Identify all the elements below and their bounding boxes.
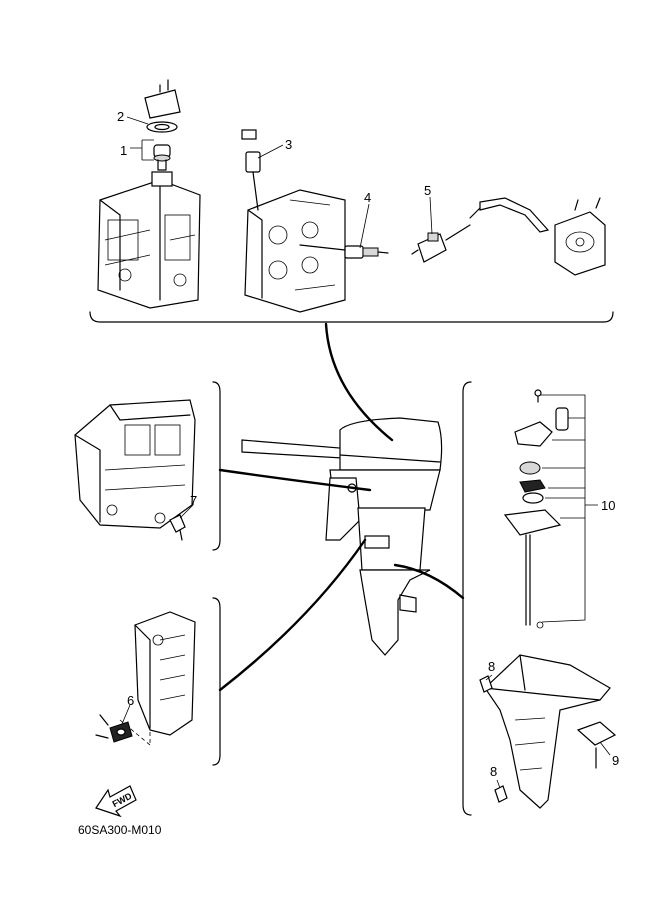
leader-4 [359,203,370,249]
callout-6: 6 [127,693,134,708]
leader-8b [496,779,501,789]
callout-8-upper: 8 [488,659,495,674]
callout-5: 5 [424,183,431,198]
fuel-pump-illustration [554,197,606,276]
callout-1: 1 [120,143,127,158]
top-group [89,79,614,323]
callout-10: 10 [601,498,615,513]
right-group [462,381,617,816]
spark-plug-illustration [299,244,389,259]
fuel-filter-illustration [411,197,550,263]
upper-left-bracket [212,381,221,551]
leader-3 [257,144,284,159]
lower-left-group [95,597,221,766]
connector-right [393,563,465,600]
fwd-arrow-icon: FWD [95,785,137,818]
callout-3: 3 [285,137,292,152]
leader-2 [126,116,149,125]
leader-1 [130,139,154,161]
cylinder-head-illustration [241,129,346,313]
callout-9: 9 [612,753,619,768]
callout-4: 4 [364,190,371,205]
lower-left-bracket [212,597,221,766]
water-pump-kit-illustration [503,389,569,629]
leader-6 [121,704,131,725]
connector-top [324,322,394,442]
leader-9 [599,741,611,756]
top-bracket [89,311,614,323]
leader-10 [540,394,598,623]
diagram-code: 60SA300-M010 [78,823,162,837]
callout-8-lower: 8 [490,764,497,779]
outboard-motor-illustration [241,417,443,656]
leader-5 [429,196,433,235]
cylinder-block-illustration [97,171,201,309]
thermostat-illustration [144,79,181,171]
right-bracket [462,381,472,816]
leader-8a [485,674,493,681]
connector-upper-left [218,468,372,492]
callout-7: 7 [190,493,197,508]
connector-lower-left [218,538,367,692]
leader-7 [179,504,194,519]
callout-2: 2 [117,109,124,124]
upper-left-group [74,381,221,551]
